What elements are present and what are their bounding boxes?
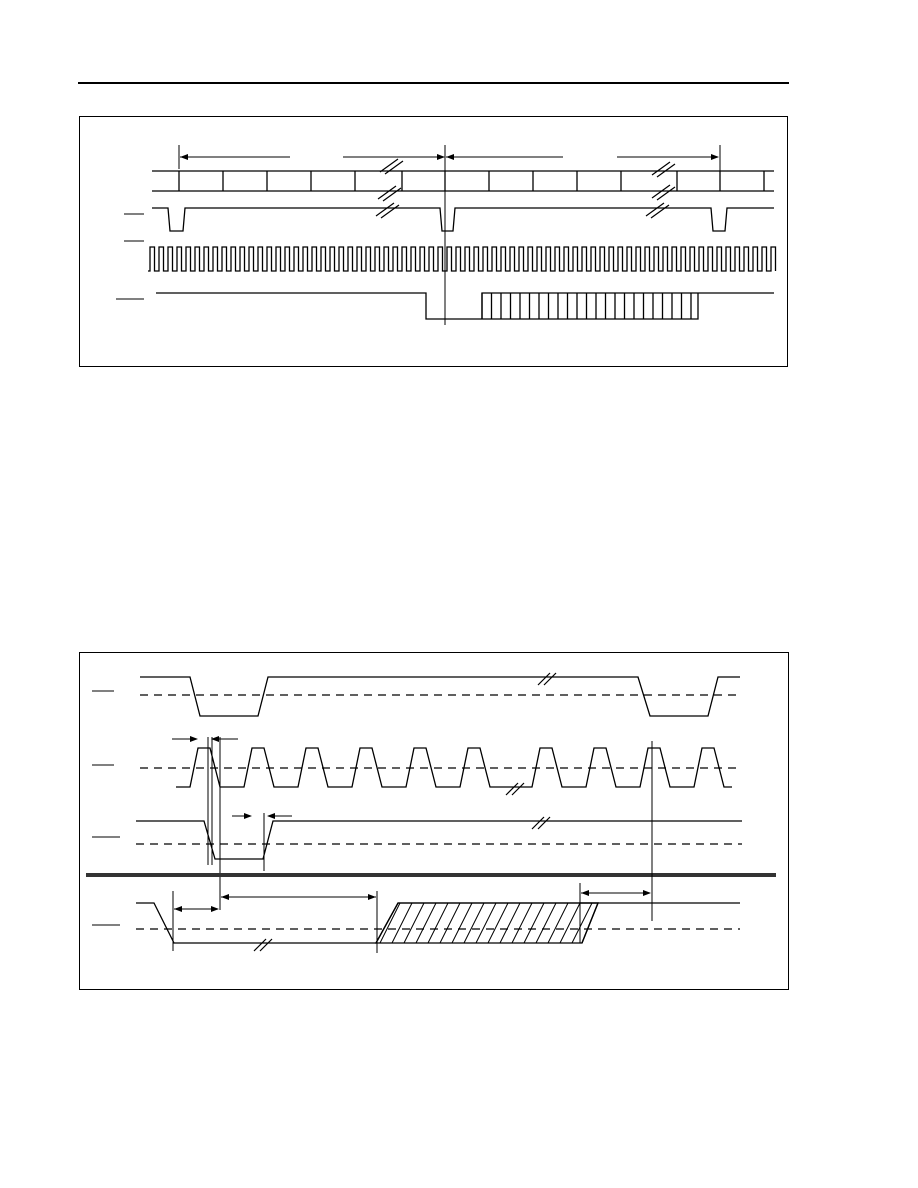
arrow-left-icon xyxy=(180,154,188,160)
access-dimension xyxy=(172,741,653,953)
hold-dimension xyxy=(232,813,292,871)
timing-diagram-1-canvas xyxy=(116,145,777,325)
arrow-left-icon xyxy=(446,154,454,160)
clock-signal xyxy=(148,246,777,272)
arrow-right-icon xyxy=(643,890,651,896)
timing-diagram-2-canvas xyxy=(86,672,776,953)
arrow-left-icon xyxy=(581,890,589,896)
timing-diagram-2 xyxy=(79,652,789,990)
clock-signal xyxy=(176,747,732,788)
arrow-left-icon xyxy=(211,736,219,742)
arrow-left-icon xyxy=(221,894,229,900)
arrow-right-icon xyxy=(711,154,719,160)
period-dimension-left xyxy=(178,145,445,169)
arrow-left-icon xyxy=(174,906,182,912)
output-toggle-region xyxy=(481,293,692,319)
break-mark-icon xyxy=(531,816,551,830)
arrow-left-icon xyxy=(267,813,275,819)
break-mark-icon xyxy=(377,158,676,202)
arrow-right-icon xyxy=(211,906,219,912)
header-rule xyxy=(78,82,789,84)
period-dimension-right xyxy=(446,145,721,191)
strobe-signal xyxy=(152,207,774,232)
bus-cycles-signal xyxy=(152,170,774,192)
arrow-right-icon xyxy=(190,736,198,742)
timing-diagram-1 xyxy=(79,116,788,367)
break-mark-icon xyxy=(505,782,525,796)
arrow-right-icon xyxy=(368,894,376,900)
strobe-signal xyxy=(140,676,740,717)
arrow-right-icon xyxy=(244,813,252,819)
break-mark-icon xyxy=(253,938,273,952)
arrow-right-icon xyxy=(437,154,445,160)
break-mark-icon xyxy=(375,202,670,219)
enable-signal xyxy=(136,820,742,860)
break-mark-icon xyxy=(537,672,557,686)
hatched-region xyxy=(374,902,599,944)
